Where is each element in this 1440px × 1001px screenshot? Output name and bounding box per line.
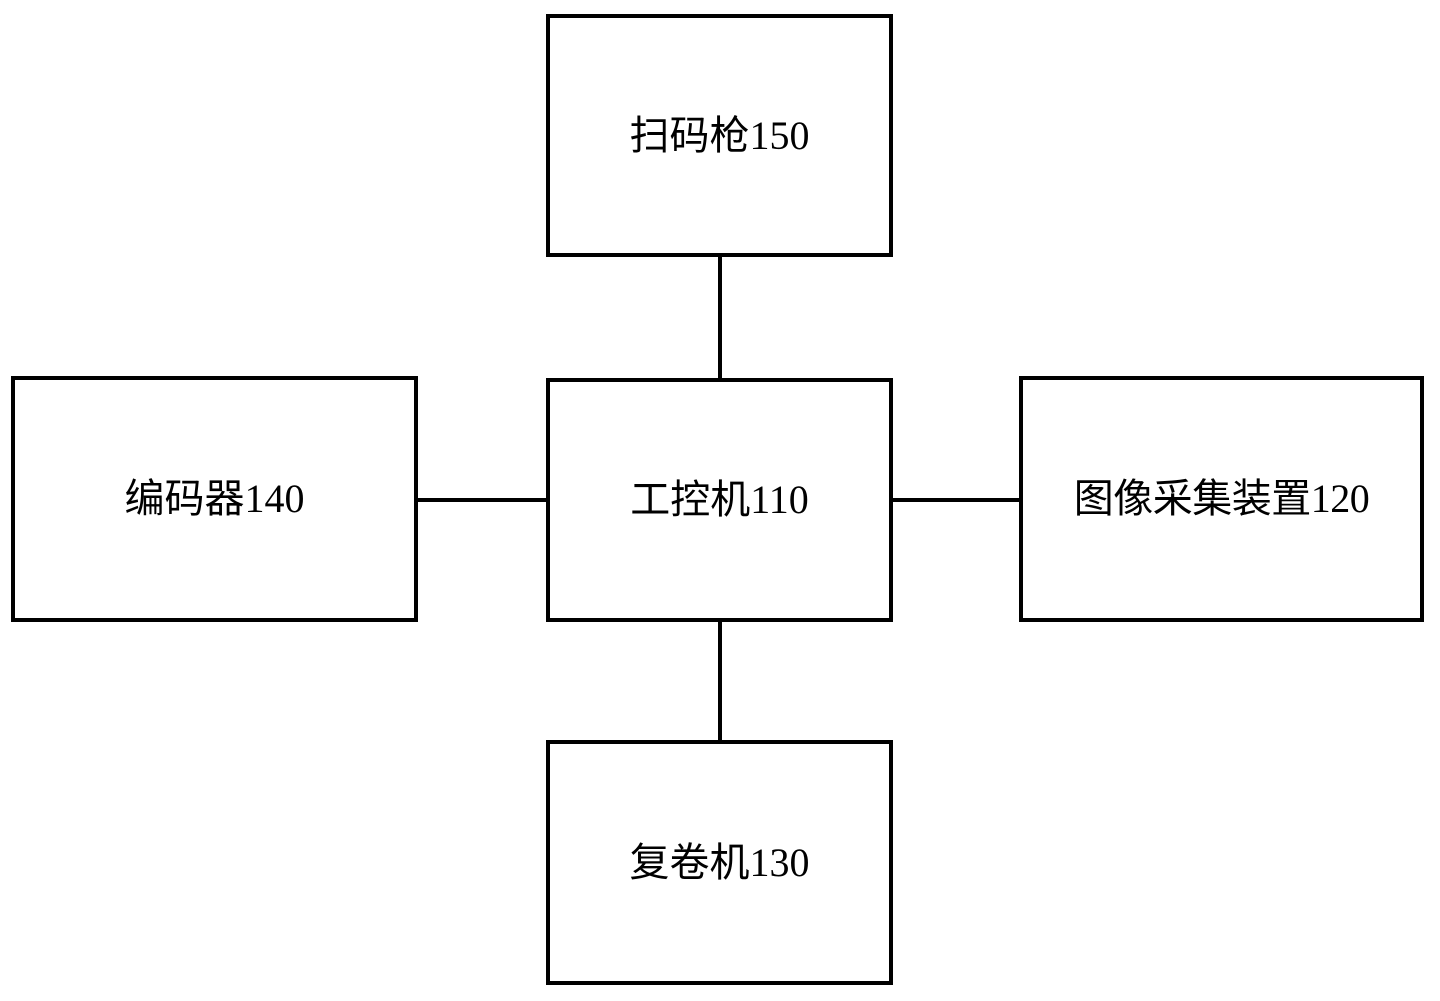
node-industrial-computer: 工控机110 — [546, 378, 893, 622]
node-image-acquisition-device-label: 图像采集装置120 — [1073, 476, 1370, 521]
node-scanner: 扫码枪150 — [546, 14, 893, 257]
connector-ipc-to-imaging — [889, 498, 1023, 502]
node-rewinder-label: 复卷机130 — [629, 839, 810, 885]
node-encoder-label: 编码器140 — [124, 476, 305, 521]
connector-ipc-to-rewinder — [718, 618, 722, 744]
node-image-acquisition-device: 图像采集装置120 — [1019, 376, 1424, 622]
node-scanner-label: 扫码枪150 — [629, 112, 810, 158]
node-industrial-computer-label: 工控机110 — [630, 477, 809, 522]
connector-scanner-to-ipc — [718, 253, 722, 381]
node-rewinder: 复卷机130 — [546, 740, 893, 985]
connector-encoder-to-ipc — [414, 498, 550, 502]
node-encoder: 编码器140 — [11, 376, 418, 622]
